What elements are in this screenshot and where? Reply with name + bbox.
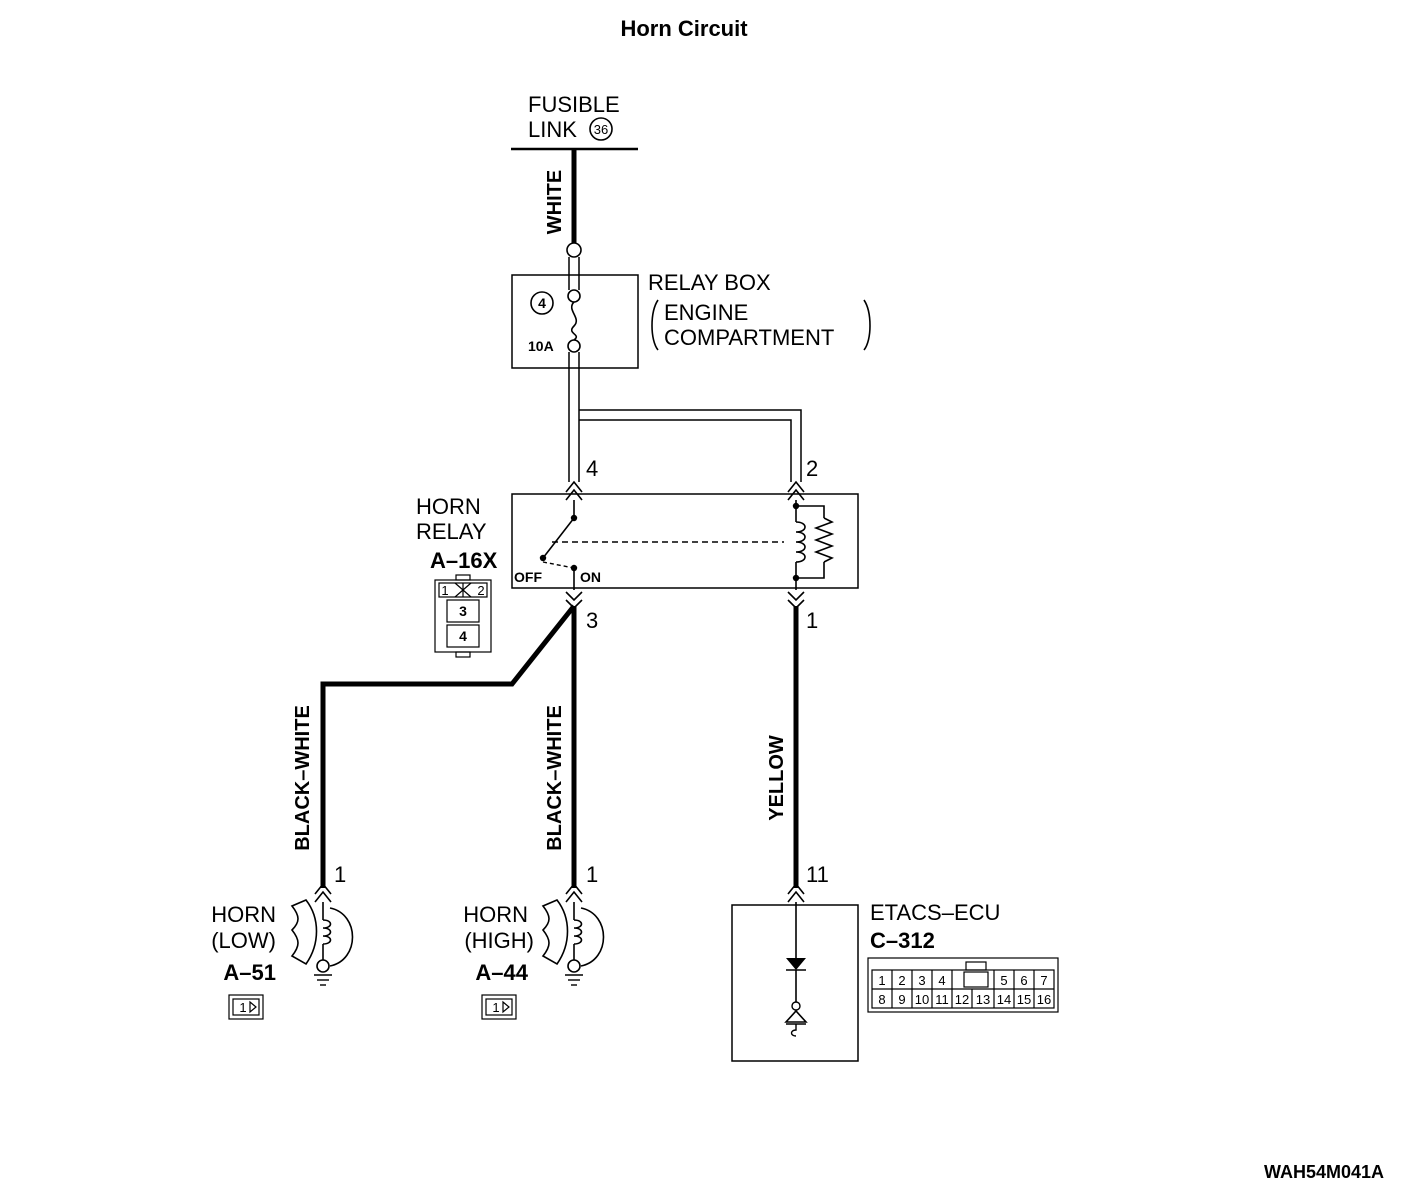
relay-box: 4 10A RELAY BOX ENGINE COMPARTMENT — [511, 257, 871, 369]
etacs-transistor-icon — [784, 1009, 808, 1023]
wire-black-white-high-label: BLACK–WHITE — [544, 705, 566, 851]
svg-text:1: 1 — [239, 1000, 246, 1015]
fusible-link-number: 36 — [594, 122, 608, 137]
wire-white: WHITE — [544, 149, 582, 258]
svg-text:9: 9 — [898, 992, 905, 1007]
horn-relay-label-line1: HORN — [416, 494, 481, 519]
wire-black-white-high: BLACK–WHITE — [544, 606, 577, 888]
svg-text:1: 1 — [878, 973, 885, 988]
wire-black-white-low-label: BLACK–WHITE — [292, 705, 314, 851]
svg-text:6: 6 — [1020, 973, 1027, 988]
wire-yellow: YELLOW — [766, 606, 799, 888]
svg-text:5: 5 — [1000, 973, 1007, 988]
fuse-number-circle — [530, 291, 554, 315]
relay-switch-arm — [542, 517, 575, 559]
etacs-ecu-pin: 11 — [806, 862, 829, 887]
horn-relay: HORN RELAY A–16X 4 2 3 1 OFF ON — [416, 456, 859, 658]
horn-relay-code: A–16X — [430, 548, 498, 573]
svg-text:1: 1 — [492, 1000, 499, 1015]
etacs-ecu-code: C–312 — [870, 928, 935, 953]
relay-resistor-icon — [813, 517, 835, 563]
svg-text:7: 7 — [1040, 973, 1047, 988]
horn-high-label-line2: (HIGH) — [464, 928, 534, 953]
horn-relay-pin-2: 2 — [806, 456, 818, 481]
horn-low-pin: 1 — [334, 862, 346, 887]
horn-low-connector: 1 — [228, 994, 264, 1020]
relay-off-label: OFF — [514, 569, 542, 585]
svg-text:13: 13 — [976, 992, 990, 1007]
svg-text:11: 11 — [935, 992, 949, 1007]
etacs-diode-icon — [786, 958, 806, 970]
horn-low-label-line2: (LOW) — [211, 928, 276, 953]
svg-text:12: 12 — [955, 992, 969, 1007]
wire-yellow-label: YELLOW — [766, 735, 788, 821]
svg-text:15: 15 — [1017, 992, 1031, 1007]
svg-text:16: 16 — [1037, 992, 1051, 1007]
horn-low-label-line1: HORN — [211, 902, 276, 927]
horn-high-icon — [541, 899, 569, 966]
svg-text:2: 2 — [477, 583, 484, 598]
horn-high-pin: 1 — [586, 862, 598, 887]
horn-relay-pin-1: 1 — [806, 608, 818, 633]
svg-text:14: 14 — [997, 992, 1011, 1007]
horn-high-code: A–44 — [475, 960, 528, 985]
horn-high: 1 HORN (HIGH) A–44 1 — [463, 862, 605, 1020]
fuse-rating: 10A — [528, 338, 554, 354]
svg-text:4: 4 — [938, 973, 945, 988]
fuse-icon — [570, 301, 578, 341]
fusible-link-number-circle — [589, 117, 613, 141]
wire-black-white-low: BLACK–WHITE — [292, 604, 576, 888]
bus-lines — [568, 352, 802, 482]
horn-relay-label-line2: RELAY — [416, 519, 487, 544]
svg-text:4: 4 — [459, 628, 467, 644]
wire-white-label: WHITE — [544, 170, 566, 234]
fusible-link: FUSIBLE LINK 36 — [511, 92, 638, 151]
etacs-ecu: 11 ETACS–ECU C–312 — [731, 862, 1059, 1062]
relay-box-paren-right — [863, 299, 871, 351]
diagram-title: Horn Circuit — [620, 16, 748, 41]
horn-relay-pin-3: 3 — [586, 608, 598, 633]
svg-text:1: 1 — [441, 583, 448, 598]
relay-coil-icon — [795, 521, 806, 563]
horn-low-icon — [290, 899, 318, 966]
horn-high-connector: 1 — [481, 994, 517, 1020]
horn-relay-connector: 1 2 3 4 — [434, 574, 492, 658]
relay-on-label: ON — [580, 569, 601, 585]
etacs-ecu-frame — [731, 904, 859, 1062]
svg-text:8: 8 — [878, 992, 885, 1007]
fusible-link-label-line1: FUSIBLE — [528, 92, 620, 117]
svg-text:2: 2 — [898, 973, 905, 988]
fuse-number: 4 — [538, 295, 546, 311]
horn-low-code: A–51 — [223, 960, 276, 985]
diagram-id: WAH54M041A — [1264, 1162, 1384, 1182]
relay-box-title: RELAY BOX — [648, 270, 771, 295]
etacs-ecu-name: ETACS–ECU — [870, 900, 1000, 925]
svg-text:3: 3 — [918, 973, 925, 988]
relay-box-sub1: ENGINE — [664, 300, 748, 325]
fusible-link-label-line2: LINK — [528, 117, 577, 142]
horn-low: 1 HORN (LOW) A–51 1 — [211, 862, 354, 1020]
horn-relay-pin-4: 4 — [586, 456, 598, 481]
svg-text:10: 10 — [915, 992, 929, 1007]
horn-high-label-line1: HORN — [463, 902, 528, 927]
svg-text:3: 3 — [459, 603, 467, 619]
relay-box-sub2: COMPARTMENT — [664, 325, 834, 350]
horn-relay-frame — [511, 493, 859, 589]
relay-box-frame — [511, 274, 639, 369]
relay-box-paren-left — [651, 299, 659, 351]
etacs-ecu-connector: 1 2 3 4 5 6 7 8 9 10 11 12 13 14 15 16 — [867, 957, 1059, 1013]
